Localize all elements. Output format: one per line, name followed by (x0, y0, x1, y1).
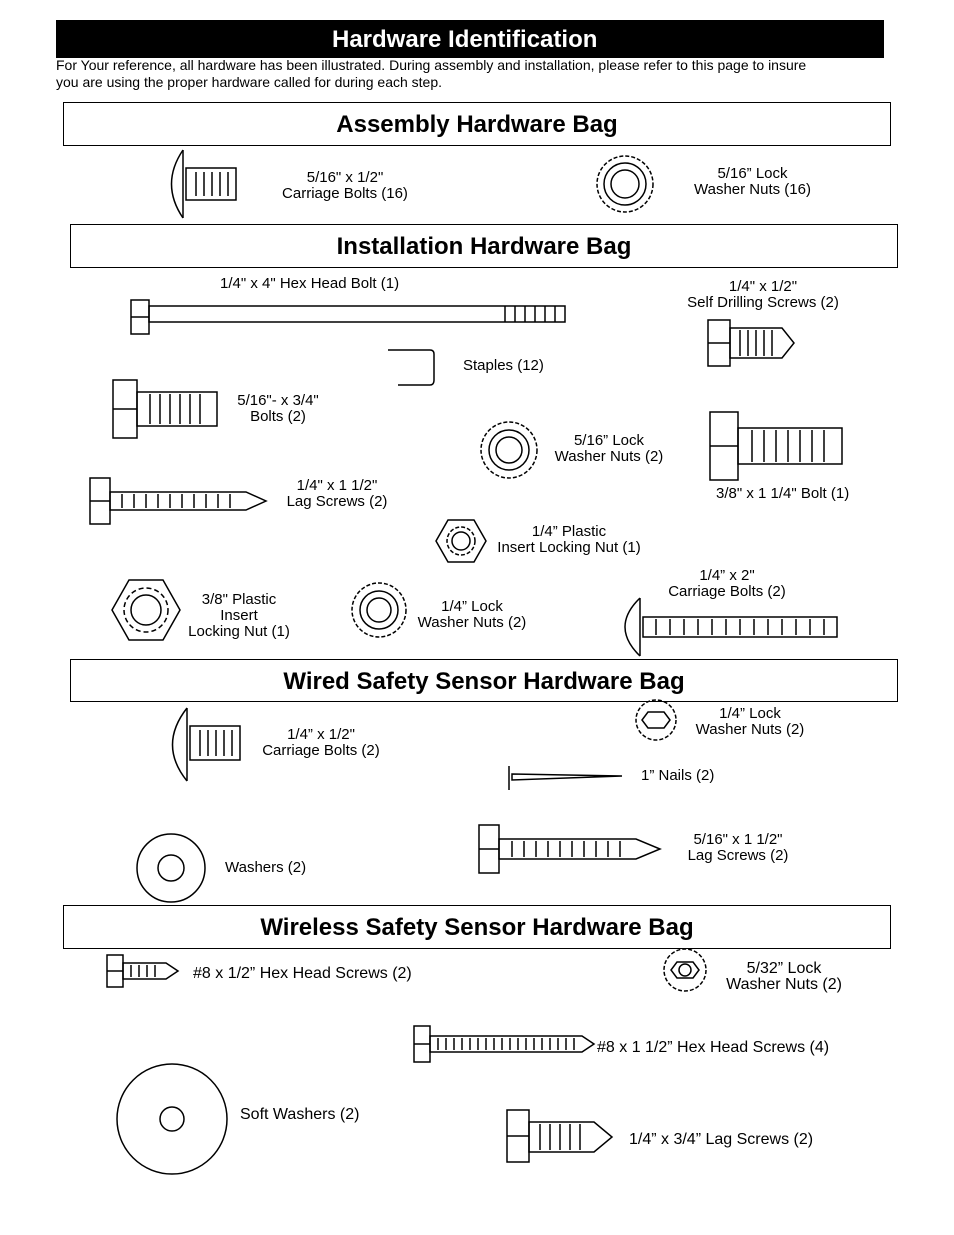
plastic-locking-nut-14-icon (435, 519, 487, 563)
lock-washer-nut-icon (596, 155, 654, 213)
soft-washer-icon (116, 1063, 228, 1175)
wired-lock-washer-nut-icon (635, 699, 677, 741)
hex-head-bolt-label: 1/4" x 4" Hex Head Bolt (1) (220, 275, 400, 292)
carriage-bolt-icon (170, 149, 237, 219)
lag-screw-label: 1/4" x 1 1/2" Lag Screws (2) (286, 477, 388, 510)
self-drilling-screw-icon (707, 319, 795, 367)
wireless-section-heading: Wireless Safety Sensor Hardware Bag (63, 905, 891, 949)
installation-section-heading: Installation Hardware Bag (70, 224, 898, 268)
hex-head-screw-long-label: #8 x 1 1/2” Hex Head Screws (4) (597, 1039, 830, 1056)
wired-lock-washer-nut-label: 1/4” Lock Washer Nuts (2) (695, 705, 805, 738)
wireless-lock-washer-nut-icon (663, 948, 707, 992)
wired-section-heading: Wired Safety Sensor Hardware Bag (70, 659, 898, 702)
wired-lag-screw-label: 5/16" x 1 1/2" Lag Screws (2) (687, 831, 789, 864)
plastic-locking-nut-38-icon (111, 579, 181, 641)
bolt-38-label: 3/8" x 1 1/4" Bolt (1) (716, 485, 850, 502)
carriage-bolt-2-icon (624, 597, 838, 657)
washers-label: Washers (2) (225, 859, 307, 876)
lock-washer-nut-516-icon (480, 421, 538, 479)
staples-label: Staples (12) (463, 357, 544, 374)
bolt-516-label: 5/16"- x 3/4" Bolts (2) (237, 392, 319, 425)
assembly-section-heading: Assembly Hardware Bag (63, 102, 891, 146)
hex-head-bolt-icon (130, 299, 566, 335)
wireless-lag-screw-label: 1/4” x 3/4” Lag Screws (2) (629, 1131, 814, 1148)
hex-head-screw-long-icon (413, 1025, 596, 1063)
wireless-lag-screw-icon (506, 1109, 614, 1163)
staple-icon (388, 349, 435, 386)
bolt-38-icon (709, 411, 843, 481)
plastic-locking-nut-14-label: 1/4” Plastic Insert Locking Nut (1) (497, 523, 641, 556)
wired-lag-screw-icon (478, 824, 662, 874)
lock-washer-nut-14-label: 1/4” Lock Washer Nuts (2) (417, 598, 527, 631)
nails-label: 1” Nails (2) (641, 767, 715, 784)
page-title-bar: Hardware Identification (56, 20, 884, 58)
lag-screw-icon (89, 477, 268, 525)
carriage-bolt-label: 5/16" x 1/2" Carriage Bolts (16) (282, 169, 408, 202)
soft-washers-label: Soft Washers (2) (240, 1106, 360, 1123)
carriage-bolt-2-label: 1/4” x 2" Carriage Bolts (2) (668, 567, 786, 600)
lock-washer-nut-label: 5/16” Lock Washer Nuts (16) (694, 165, 811, 198)
wired-carriage-bolt-icon (171, 707, 241, 782)
wired-carriage-bolt-label: 1/4” x 1/2" Carriage Bolts (2) (262, 726, 380, 759)
intro-text: For Your reference, all hardware has bee… (56, 57, 807, 90)
lock-washer-nut-14-icon (351, 582, 407, 638)
hex-head-screw-short-label: #8 x 1/2” Hex Head Screws (2) (193, 965, 412, 982)
lock-washer-nut-516-label: 5/16” Lock Washer Nuts (2) (554, 432, 664, 465)
plastic-locking-nut-38-label: 3/8" Plastic Insert Locking Nut (1) (188, 591, 290, 640)
hex-head-screw-short-icon (106, 954, 180, 988)
self-drilling-screw-label: 1/4" x 1/2" Self Drilling Screws (2) (687, 278, 839, 311)
wireless-lock-washer-nut-label: 5/32” Lock Washer Nuts (2) (726, 960, 842, 993)
page-title: Hardware Identification (332, 26, 598, 53)
bolt-516-icon (112, 379, 218, 439)
nail-icon (508, 766, 623, 790)
washer-icon (136, 833, 206, 903)
